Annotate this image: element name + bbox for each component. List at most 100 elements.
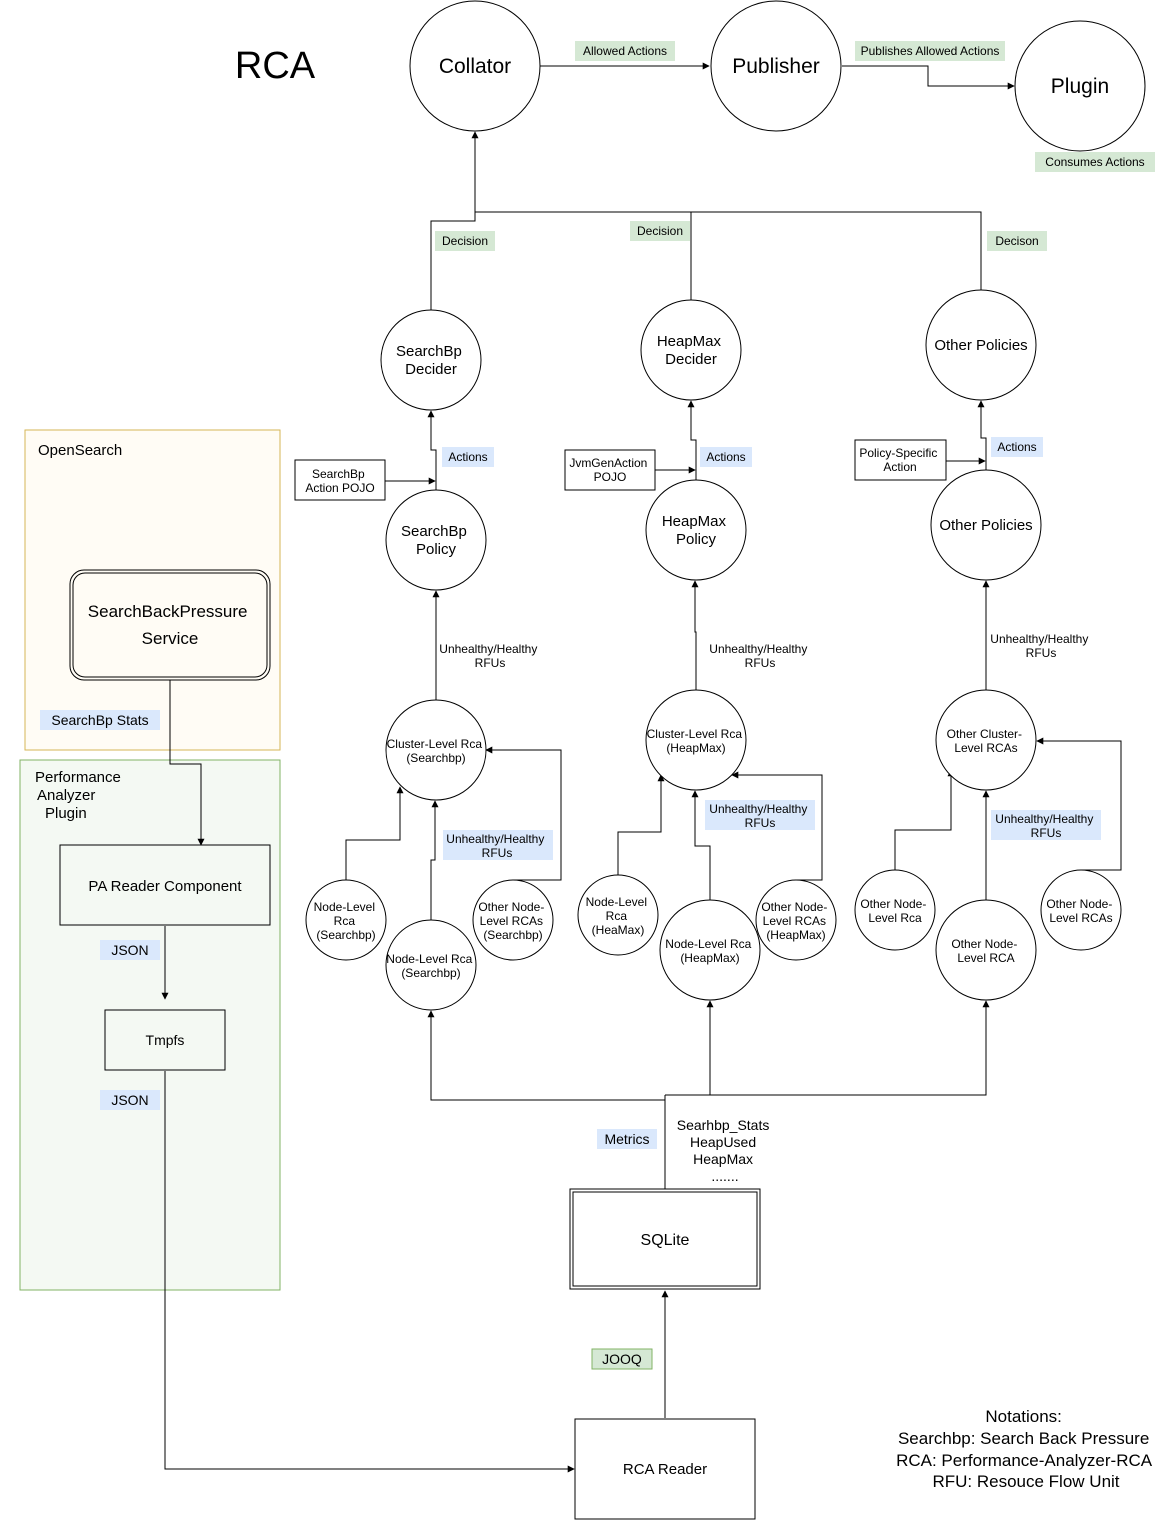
decision-heapmax-tag	[630, 221, 690, 241]
edge-tmpfs-rca-reader	[164, 1071, 575, 1473]
searchbp-node-rca-mid[interactable]	[385, 919, 477, 1011]
edge-publisher-plugin	[842, 65, 1015, 90]
searchbp-action-pojo-label: SearchBp Action POJO	[305, 467, 374, 495]
label-line: (HeaMax)	[592, 923, 645, 937]
searchbp-stats-tag	[40, 710, 160, 730]
heapmax-node-rca-mid[interactable]	[659, 899, 761, 1001]
label-line: Level RCAs	[954, 741, 1017, 755]
searchbp-policy-node[interactable]	[385, 489, 487, 591]
searchbp-decider-node[interactable]	[380, 309, 482, 411]
rfu-cluster-searchbp-tag	[443, 830, 553, 860]
label-line: Policy	[416, 541, 457, 558]
label-line: SearchBp	[312, 467, 365, 481]
plugin-node[interactable]	[1014, 20, 1146, 152]
rfu-cluster-heapmax-tag	[705, 800, 815, 830]
label-line: RFUs	[745, 816, 776, 830]
edge-searchbp-node-left	[345, 786, 404, 880]
publisher-label: Publisher	[732, 55, 820, 78]
heapmax-node-rca-mid-label: Node-Level Rca (HeapMax)	[665, 937, 754, 965]
json-tag-1	[100, 940, 160, 960]
heapmax-node-rca-left[interactable]	[577, 874, 659, 956]
sqlite-label: SQLite	[641, 1232, 690, 1249]
notation-line: Searchbp: Search Back Pressure	[898, 1429, 1149, 1448]
other-decider-node[interactable]	[925, 289, 1037, 401]
searchbp-node-rca-left[interactable]	[305, 879, 387, 961]
rca-reader-box[interactable]	[574, 1418, 756, 1520]
label-line: (Searchbp)	[483, 928, 542, 942]
other-node-rca-right[interactable]	[1040, 869, 1122, 951]
label-line: Other Node-	[761, 900, 827, 914]
other-decider-label: Other Policies	[934, 337, 1027, 354]
collator-node[interactable]	[409, 0, 541, 132]
json-tag-1-label: JSON	[111, 942, 148, 958]
jvmgen-action-pojo-box[interactable]	[564, 449, 656, 491]
decision-heapmax-tag-label: Decision	[637, 224, 683, 238]
other-node-rca-right-label: Other Node- Level RCAs	[1046, 897, 1115, 925]
edge-heapmax-node-right	[731, 771, 823, 881]
label-line: (HeapMax)	[766, 928, 825, 942]
sqlite-box[interactable]	[569, 1188, 761, 1290]
heapmax-policy-node[interactable]	[645, 479, 747, 581]
consumes-actions-tag-label: Consumes Actions	[1045, 155, 1144, 169]
edge-heapmax-policy-decider	[687, 400, 697, 480]
label-line: Unhealthy/Healthy	[990, 632, 1088, 646]
json-tag-2	[100, 1090, 160, 1110]
pa-reader-component-box[interactable]	[59, 844, 271, 926]
edge-searchbp-decider-collator	[430, 131, 479, 310]
other-node-rca-left[interactable]	[854, 869, 936, 951]
label-line: Rca	[606, 909, 628, 923]
label-line: (HeapMax)	[680, 951, 739, 965]
label-line: Policy-Specific	[859, 446, 937, 460]
heapmax-decider-node[interactable]	[640, 299, 742, 401]
label-line: (HeapMax)	[666, 741, 725, 755]
edge-heapmax-node-left	[617, 774, 665, 875]
searchbackpressure-service-box[interactable]	[69, 569, 271, 681]
label-line: Level RCAs	[480, 914, 543, 928]
heapmax-decider-label: HeapMax Decider	[657, 333, 725, 368]
heapmax-node-rca-right[interactable]	[755, 879, 837, 961]
pa-plugin-title-line: Performance	[35, 769, 121, 786]
heapmax-policy-label: HeapMax Policy	[662, 513, 730, 548]
edge-searchbp-node-right	[485, 746, 562, 881]
rfu-cluster-other-tag-label: Unhealthy/Healthy RFUs	[995, 812, 1096, 840]
policy-specific-action-box[interactable]	[854, 439, 947, 481]
actions-other-tag-label: Actions	[997, 440, 1036, 454]
sqlite-inner-border	[572, 1191, 758, 1287]
label-line: Policy	[676, 531, 717, 548]
other-node-rca-mid[interactable]	[935, 899, 1037, 1001]
label-line: Level RCA	[957, 951, 1014, 965]
pa-plugin-title-line: Analyzer	[37, 787, 95, 804]
label-line: (Searchbp)	[406, 751, 465, 765]
label-line: SearchBackPressure	[88, 602, 248, 621]
rfu-cluster-heapmax-tag-label: Unhealthy/Healthy RFUs	[709, 802, 810, 830]
label-line: JvmGenAction	[569, 456, 647, 470]
searchbp-cluster-rca-node[interactable]	[385, 699, 487, 801]
label-line: Cluster-Level Rca	[647, 727, 743, 741]
publisher-node[interactable]	[710, 0, 842, 132]
searchbp-stats-tag-label: SearchBp Stats	[51, 712, 148, 728]
searchbp-node-rca-right-label: Other Node- Level RCAs (Searchbp)	[478, 900, 547, 942]
other-cluster-rca-label: Other Cluster- Level RCAs	[947, 727, 1026, 755]
other-policy-label: Other Policies	[939, 517, 1032, 534]
label-line: RFUs	[482, 846, 513, 860]
tmpfs-box[interactable]	[104, 1009, 226, 1071]
searchbp-action-pojo-box[interactable]	[294, 459, 386, 501]
decision-other-tag-label: Decison	[995, 234, 1038, 248]
heapmax-cluster-rca-node[interactable]	[645, 689, 747, 791]
searchbp-node-rca-right[interactable]	[472, 879, 554, 961]
label-line: Unhealthy/Healthy	[709, 642, 807, 656]
plugin-label: Plugin	[1051, 75, 1109, 98]
edge-metrics-other	[665, 1000, 990, 1096]
searchbp-policy-label: SearchBp Policy	[401, 523, 471, 558]
allowed-actions-tag-label: Allowed Actions	[583, 44, 667, 58]
searchbackpressure-service-inner	[72, 572, 268, 678]
json-tag-2-label: JSON	[111, 1092, 148, 1108]
other-policy-node[interactable]	[930, 469, 1042, 581]
allowed-actions-tag	[575, 41, 675, 61]
other-cluster-rca-node[interactable]	[935, 689, 1037, 791]
label-line: Other Node-	[951, 937, 1017, 951]
label-line: Level Rca	[868, 911, 922, 925]
label-line: Other Node-	[860, 897, 926, 911]
jooq-tag-label: JOOQ	[602, 1351, 642, 1367]
